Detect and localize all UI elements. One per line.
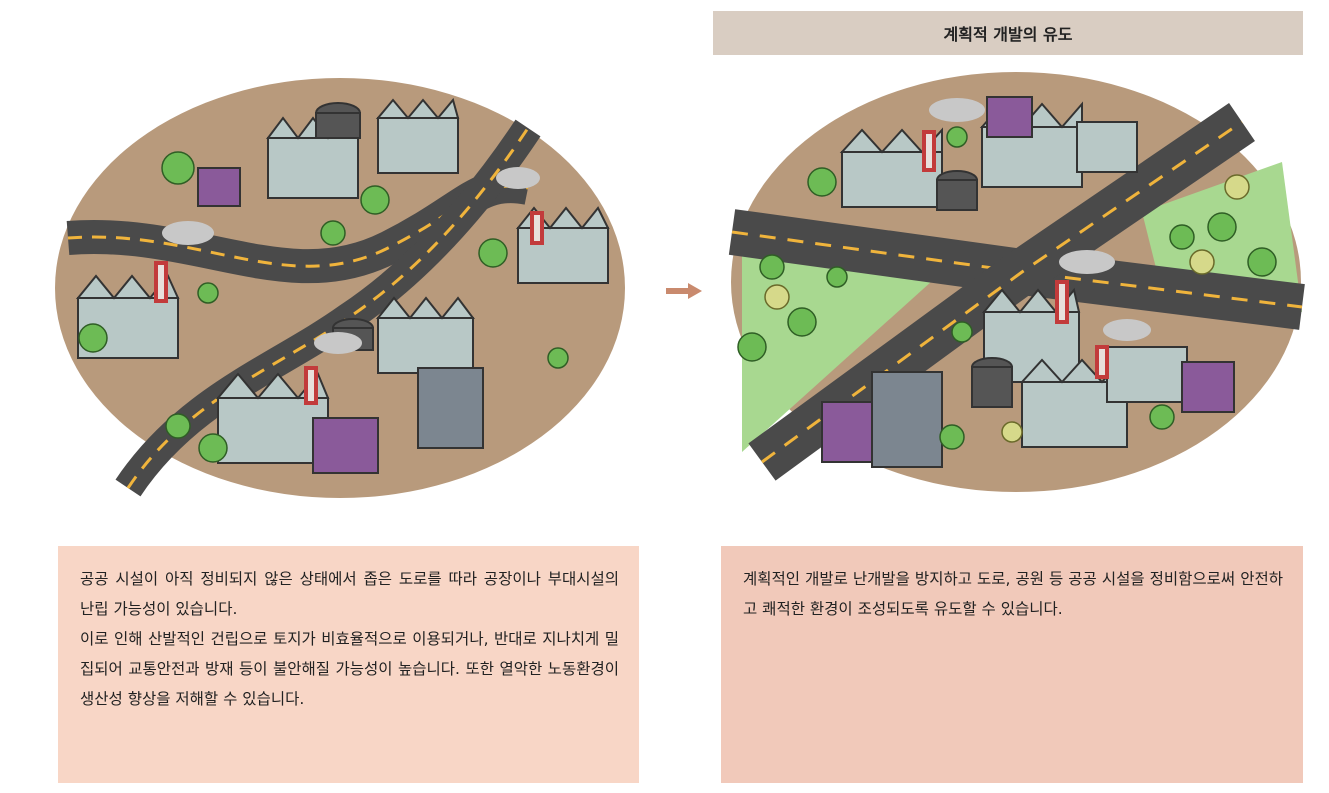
right-arrow-icon: [666, 283, 702, 299]
header-title-bar: 계획적 개발의 유도: [713, 11, 1303, 55]
unplanned-paragraph-2: 이로 인해 산발적인 건립으로 토지가 비효율적으로 이용되거나, 반대로 지나…: [80, 630, 619, 708]
unplanned-description-box: 공공 시설이 아직 정비되지 않은 상태에서 좁은 도로를 따라 공장이나 부대…: [58, 546, 639, 783]
scattered-factories-illustration: [55, 78, 625, 498]
planned-development-illustration: [728, 72, 1305, 492]
planned-description-box: 계획적인 개발로 난개발을 방지하고 도로, 공원 등 공공 시설을 정비함으로…: [721, 546, 1303, 783]
unplanned-paragraph-1: 공공 시설이 아직 정비되지 않은 상태에서 좁은 도로를 따라 공장이나 부대…: [80, 570, 619, 618]
planned-paragraph-1: 계획적인 개발로 난개발을 방지하고 도로, 공원 등 공공 시설을 정비함으로…: [743, 570, 1283, 618]
header-title: 계획적 개발의 유도: [943, 25, 1073, 44]
